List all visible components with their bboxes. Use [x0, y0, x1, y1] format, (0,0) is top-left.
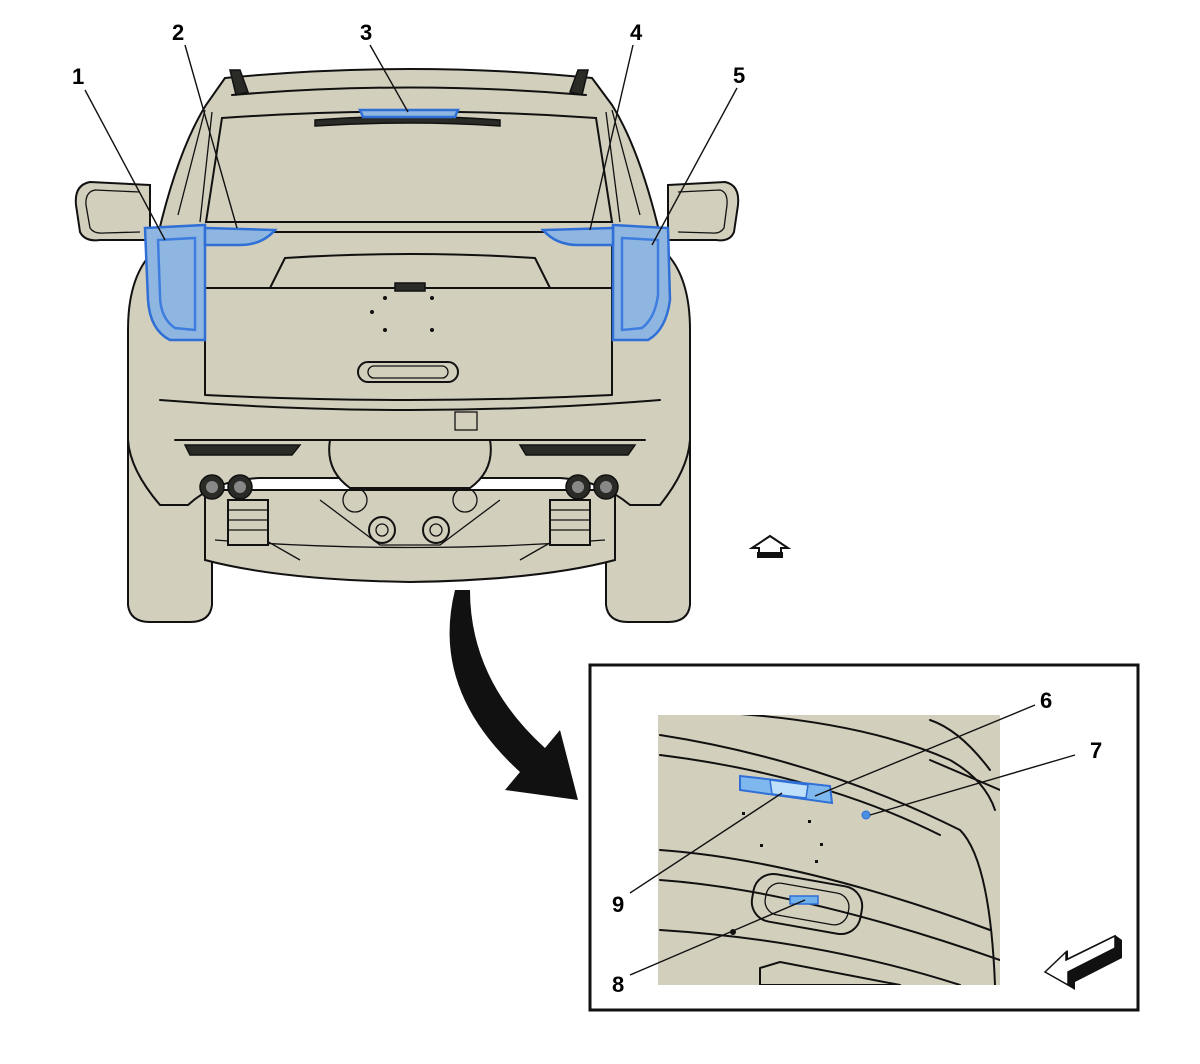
- vehicle-rear-view: [74, 68, 740, 623]
- right-tail-lamp: [611, 223, 672, 342]
- callout-3: 3: [360, 20, 372, 45]
- right-bumper-reflector: [518, 444, 637, 456]
- high-mounted-stop-lamp: [358, 108, 460, 119]
- callout-6: 6: [1040, 688, 1052, 713]
- callout-1: 1: [72, 64, 84, 89]
- callout-9: 9: [612, 892, 624, 917]
- right-spring: [549, 499, 591, 546]
- left-spring: [227, 499, 269, 546]
- left-roof-rail: [229, 69, 249, 96]
- brand-emblem: [394, 282, 426, 292]
- inset-lamp-7: [861, 810, 871, 820]
- callout-5: 5: [733, 63, 745, 88]
- left-side-mirror: [74, 180, 151, 242]
- liftgate-applique: [269, 253, 551, 289]
- callout-4: 4: [630, 20, 643, 45]
- liftgate: [204, 231, 613, 401]
- callout-2: 2: [172, 20, 184, 45]
- underbody: [204, 489, 616, 584]
- inset-liftgate-handle: [750, 872, 864, 936]
- liftgate-handle: [357, 361, 459, 383]
- left-bumper-reflector: [183, 444, 302, 456]
- hitch-step: [328, 439, 492, 489]
- rear-camera: [769, 779, 809, 799]
- front-arrow-icon: [748, 534, 792, 558]
- callout-8: 8: [612, 972, 624, 997]
- main-leader-lines: [84, 44, 738, 246]
- left-tail-lamp: [143, 223, 207, 342]
- curved-arrow-icon: [449, 590, 578, 800]
- rear-window: [204, 110, 614, 223]
- right-liftgate-lamp: [540, 226, 615, 247]
- detail-inset: 6 7 9 8: [588, 663, 1140, 1012]
- left-liftgate-lamp: [203, 226, 278, 247]
- inset-view-arrow-icon: [1043, 934, 1122, 990]
- right-side-mirror: [667, 180, 740, 242]
- callout-7: 7: [1090, 738, 1102, 763]
